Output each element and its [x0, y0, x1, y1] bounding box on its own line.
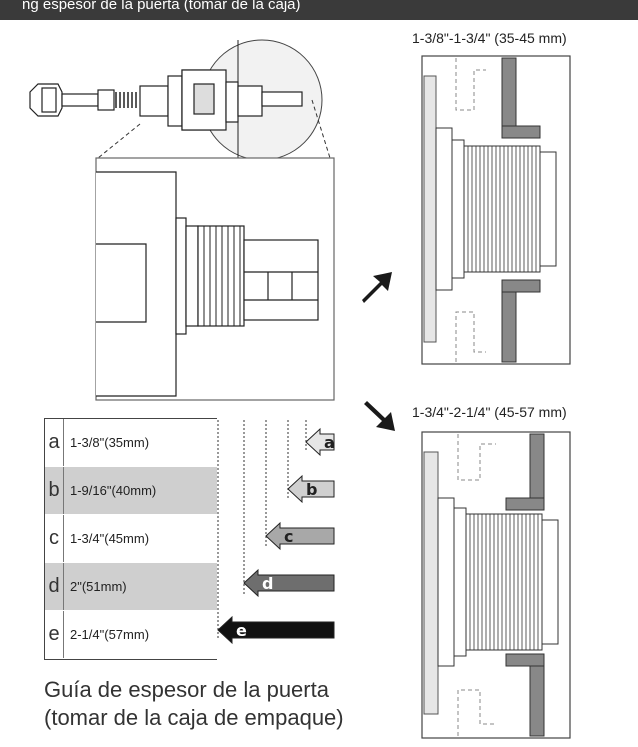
section-view-top — [421, 55, 571, 365]
thickness-arrow-label: b — [306, 480, 317, 499]
thickness-arrow-label: d — [262, 574, 273, 593]
thickness-value: 1-3/8"(35mm) — [70, 435, 150, 450]
header-text: ng espesor de la puerta (tomar de la caj… — [22, 0, 301, 13]
thickness-guide-lines — [217, 420, 307, 640]
thickness-arrow-c — [265, 521, 335, 551]
thickness-arrows: a b c d e — [217, 427, 335, 645]
thickness-arrow-e — [217, 615, 335, 645]
thickness-value: 2"(51mm) — [70, 579, 127, 594]
door-thickness-guide-title: Guía de espesor de la puerta (tomar de l… — [44, 676, 344, 732]
thickness-arrow-label: e — [236, 621, 247, 640]
thickness-letter: a — [45, 419, 64, 466]
thickness-arrow-label: c — [284, 527, 293, 546]
section-view-bottom — [421, 431, 571, 739]
thickness-arrow-label: a — [324, 433, 335, 452]
enlarged-view — [95, 157, 335, 401]
thickness-row-a: a 1-3/8"(35mm) — [45, 419, 217, 467]
guide-line-1: Guía de espesor de la puerta — [44, 677, 329, 702]
guide-line-2: (tomar de la caja de empaque) — [44, 705, 344, 730]
thickness-arrow-d — [243, 568, 335, 598]
thickness-arrow-a — [305, 427, 335, 457]
projection-lines — [97, 99, 331, 159]
thickness-value: 2-1/4"(57mm) — [70, 627, 150, 642]
thickness-letter: d — [45, 563, 64, 610]
thickness-row-b: b 1-9/16"(40mm) — [45, 467, 217, 515]
range-label-bottom: 1-3/4"-2-1/4" (45-57 mm) — [412, 404, 567, 420]
range-label-top: 1-3/8"-1-3/4" (35-45 mm) — [412, 30, 567, 46]
thickness-letter: c — [45, 515, 64, 562]
thickness-row-d: d 2"(51mm) — [45, 563, 217, 611]
thickness-row-e: e 2-1/4"(57mm) — [45, 611, 217, 659]
thickness-value: 1-3/4"(45mm) — [70, 531, 150, 546]
thickness-letter: b — [45, 467, 64, 514]
header-bar: ng espesor de la puerta (tomar de la caj… — [0, 0, 638, 20]
thickness-value: 1-9/16"(40mm) — [70, 483, 157, 498]
diagonal-arrow-down-right-icon — [364, 401, 395, 431]
thickness-table: a 1-3/8"(35mm) b 1-9/16"(40mm) c 1-3/4"(… — [44, 418, 217, 660]
thickness-arrow-b — [287, 474, 335, 504]
thickness-row-c: c 1-3/4"(45mm) — [45, 515, 217, 563]
zoom-circle-content — [181, 40, 303, 158]
diagonal-arrow-up-right-icon — [362, 272, 392, 303]
thickness-letter: e — [45, 611, 64, 658]
